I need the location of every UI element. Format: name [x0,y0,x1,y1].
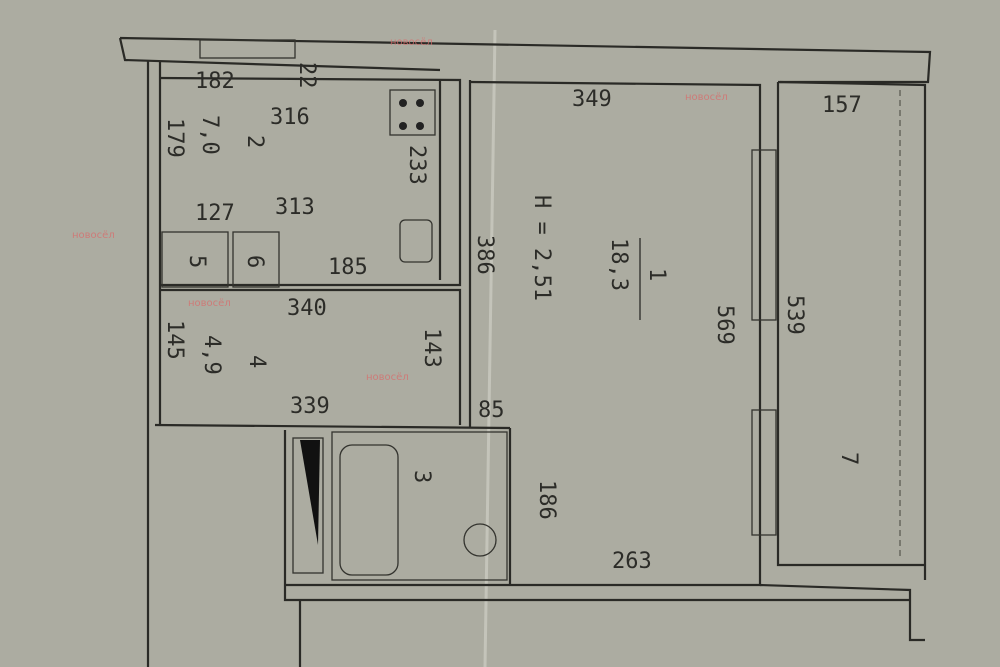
hall-number: 4 [244,355,269,368]
kitchen-number: 2 [242,135,267,148]
shaft-fill [300,440,320,545]
dim-127: 127 [195,201,235,226]
kitchen-area: 7,0 [197,115,222,155]
dim-179: 179 [162,118,187,158]
closet-5 [161,231,229,288]
stove-icon [389,89,436,136]
window-living [751,149,777,321]
shaft [292,437,324,574]
dim-539: 539 [782,295,807,335]
watermark-text: новосёл [366,372,409,383]
dim-316: 316 [270,105,310,130]
hall-area: 4,9 [199,335,224,375]
toilet-icon [463,523,497,557]
dim-186: 186 [534,480,559,520]
bathtub-icon [339,444,399,576]
watermark-text: новосёл [390,37,433,48]
bathroom-number: 3 [409,470,434,483]
living-number: 1 [644,268,669,281]
dim-157: 157 [822,93,862,118]
dim-386: 386 [472,235,497,275]
watermark-text: новосёл [188,298,231,309]
dim-143: 143 [419,328,444,368]
dim-185: 185 [328,255,368,280]
dim-349: 349 [572,87,612,112]
watermark-text: новосёл [685,92,728,103]
window-kitchen [199,39,296,59]
bathroom-room [331,431,508,581]
dim-85: 85 [478,398,505,423]
balcony-door [751,409,777,536]
dim-263: 263 [612,549,652,574]
closet-6-number: 6 [242,255,267,268]
dimension-labels: 182 22 316 179 7,0 2 127 313 233 5 6 185… [162,62,862,574]
watermark-text: новосёл [72,230,115,241]
paper-fold [483,29,497,667]
balcony-number: 7 [836,452,861,465]
walls [118,36,932,667]
dim-313: 313 [275,195,315,220]
ceiling-height: H = 2,51 [529,195,554,301]
dim-145: 145 [162,320,187,360]
dim-340: 340 [287,296,327,321]
dim-233: 233 [404,145,429,185]
dim-182: 182 [195,69,235,94]
watermarks: новосёл новосёл новосёл новосёл новосёл [72,37,728,383]
sink-icon [399,219,433,263]
dim-339: 339 [290,394,330,419]
dim-569: 569 [712,305,737,345]
dim-22: 22 [294,62,319,89]
closet-6 [232,231,280,288]
closet-5-number: 5 [184,255,209,268]
living-area: 18,3 [606,238,631,291]
